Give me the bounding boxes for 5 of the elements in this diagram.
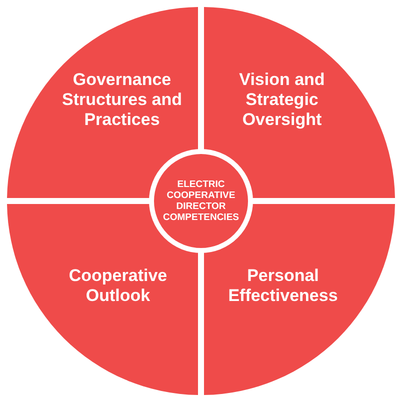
segment-label: Vision and Strategic Oversight (238, 70, 326, 130)
segment-label: Cooperative Outlook (68, 266, 168, 306)
center-label: ELECTRIC COOPERATIVE DIRECTOR COMPETENCIES (162, 179, 240, 223)
segment-label: Governance Structures and Practices (61, 70, 183, 130)
segment-label: Personal Effectiveness (227, 266, 339, 306)
